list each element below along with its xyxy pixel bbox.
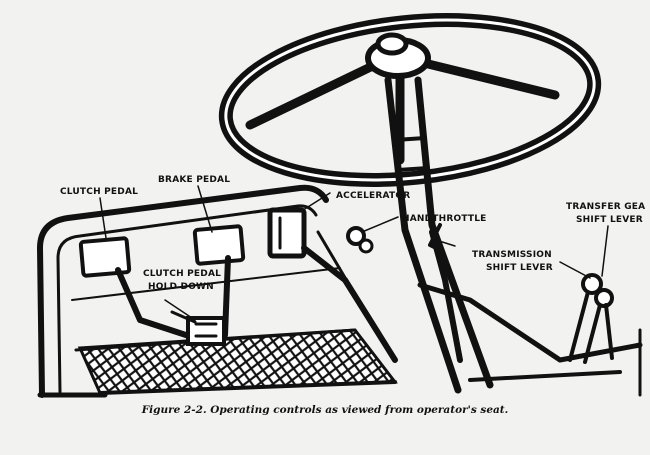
accelerator-pedal [267, 207, 398, 363]
floor-tunnel [417, 282, 643, 397]
clutch-pedal-label: CLUTCH PEDAL [60, 187, 138, 197]
steering-column [384, 76, 494, 394]
clutch-pedal-hold-down-label-line1: CLUTCH PEDAL [143, 269, 221, 279]
clutch-pedal [78, 236, 198, 341]
handthrottle-label: HANDTHROTTLE [402, 214, 487, 224]
steering-wheel [218, 13, 602, 187]
callout-leaders [99, 185, 609, 321]
clutch-pedal-hold-down-label-line2: HOLD DOWN [148, 282, 214, 292]
transmission-shift-lever-label-line2: SHIFT LEVER [486, 263, 553, 273]
accelerator-label: ACCELERATOR [336, 191, 410, 201]
transfer-gear-shift-lever-label-line1: TRANSFER GEA [566, 202, 645, 212]
brake-pedal-label: BRAKE PEDAL [158, 175, 230, 185]
handthrottle [346, 226, 374, 254]
clutch-pedal-hold-down [170, 310, 226, 346]
figure-caption: Figure 2-2. Operating controls as viewed… [141, 404, 509, 416]
transfer-gear-shift-lever-label-line2: SHIFT LEVER [576, 215, 643, 225]
transmission-shift-lever-label-line1: TRANSMISSION [472, 250, 552, 260]
transmission-shift-lever [428, 223, 463, 363]
